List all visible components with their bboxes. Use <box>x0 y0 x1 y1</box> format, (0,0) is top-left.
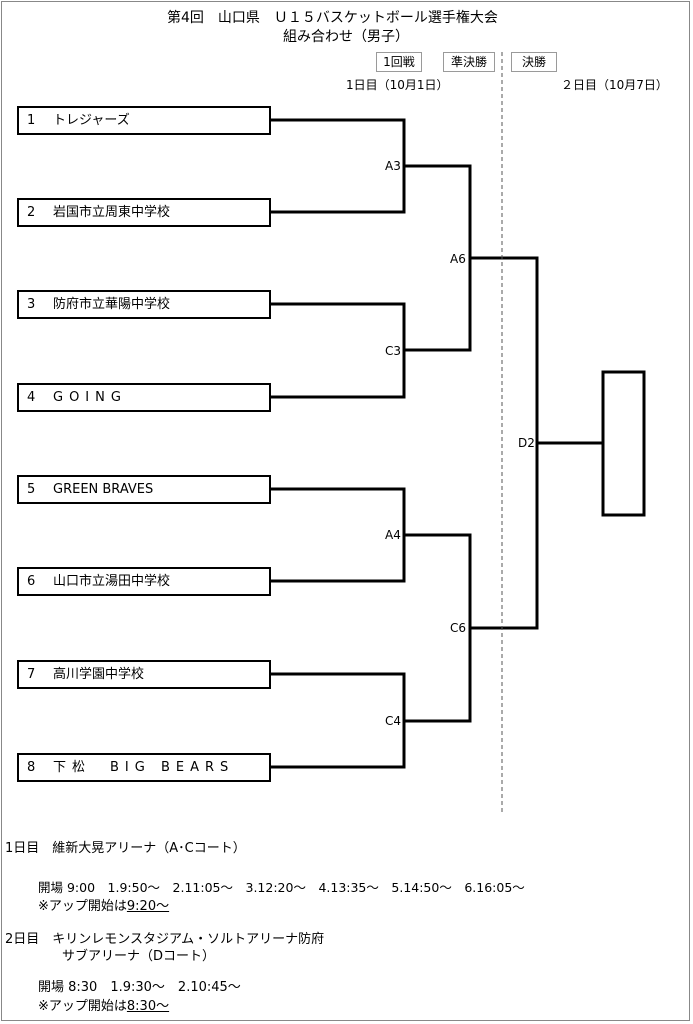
team-4-box: 4 GOING <box>17 383 271 412</box>
team-8-box: 8 下松 BIG BEARS <box>17 753 271 782</box>
match-c6-label: C6 <box>450 621 467 635</box>
day2-venue: 2日目 キリンレモンスタジアム・ソルトアリーナ防府 <box>5 932 325 947</box>
page-title: 第4回 山口県 Ｕ１５バスケットボール選手権大会 <box>167 10 498 26</box>
match-a6-label: A6 <box>450 252 466 266</box>
team-1-number: 1 <box>27 113 36 128</box>
match-d2-label: D2 <box>518 436 535 450</box>
day2-times: 開場 8:30 1.9:30～ 2.10:45～ <box>38 980 241 995</box>
team-5-box: 5 GREEN BRAVES <box>17 475 271 504</box>
day2-venue-cont: サブアリーナ（Dコート） <box>62 949 216 964</box>
team-7-number: 7 <box>27 667 36 682</box>
team-5-name: GREEN BRAVES <box>53 482 154 497</box>
team-1-name: トレジャーズ <box>53 113 130 128</box>
team-2-number: 2 <box>27 205 36 220</box>
match-c4-label: C4 <box>385 714 402 728</box>
team-3-name: 防府市立華陽中学校 <box>53 297 171 312</box>
team-6-box: 6 山口市立湯田中学校 <box>17 567 271 596</box>
team-3-number: 3 <box>27 297 36 312</box>
team-4-number: 4 <box>27 390 36 405</box>
team-8-number: 8 <box>27 760 36 775</box>
day1-venue: 1日目 維新大晃アリーナ（A･Cコート） <box>5 841 246 856</box>
day2-warmup-time: 8:30～ <box>126 999 170 1014</box>
team-6-number: 6 <box>27 574 36 589</box>
team-1-box: 1 トレジャーズ <box>17 106 271 135</box>
day1-warmup-prefix: ※アップ開始は <box>38 899 127 914</box>
round-1-label: 1回戦 <box>376 52 422 72</box>
day2-date: ２日目（10月7日） <box>561 78 668 92</box>
match-a4-label: A4 <box>385 528 401 542</box>
team-8-name: 下松 BIG BEARS <box>53 760 235 775</box>
day1-times: 開場 9:00 1.9:50～ 2.11:05～ 3.12:20～ 4.13:3… <box>38 880 525 895</box>
day1-warmup-time: 9:20～ <box>126 899 170 914</box>
match-c3-label: C3 <box>385 344 402 358</box>
team-6-name: 山口市立湯田中学校 <box>53 574 171 589</box>
team-5-number: 5 <box>27 482 36 497</box>
team-7-box: 7 高川学園中学校 <box>17 660 271 689</box>
day2-warmup: ※アップ開始は8:30～ <box>38 998 169 1016</box>
team-2-box: 2 岩国市立周東中学校 <box>17 198 271 227</box>
team-3-box: 3 防府市立華陽中学校 <box>17 290 271 319</box>
day1-warmup: ※アップ開始は9:20～ <box>38 898 169 916</box>
team-2-name: 岩国市立周東中学校 <box>53 205 171 220</box>
day1-date: 1日目（10月1日） <box>346 78 449 92</box>
day2-warmup-prefix: ※アップ開始は <box>38 999 127 1014</box>
match-a3-label: A3 <box>385 159 401 173</box>
round-semifinal-label: 準決勝 <box>443 52 495 72</box>
round-final-label: 決勝 <box>511 52 557 72</box>
team-4-name: GOING <box>53 390 127 405</box>
page-subtitle: 組み合わせ（男子） <box>283 29 409 45</box>
team-7-name: 高川学園中学校 <box>53 667 145 682</box>
